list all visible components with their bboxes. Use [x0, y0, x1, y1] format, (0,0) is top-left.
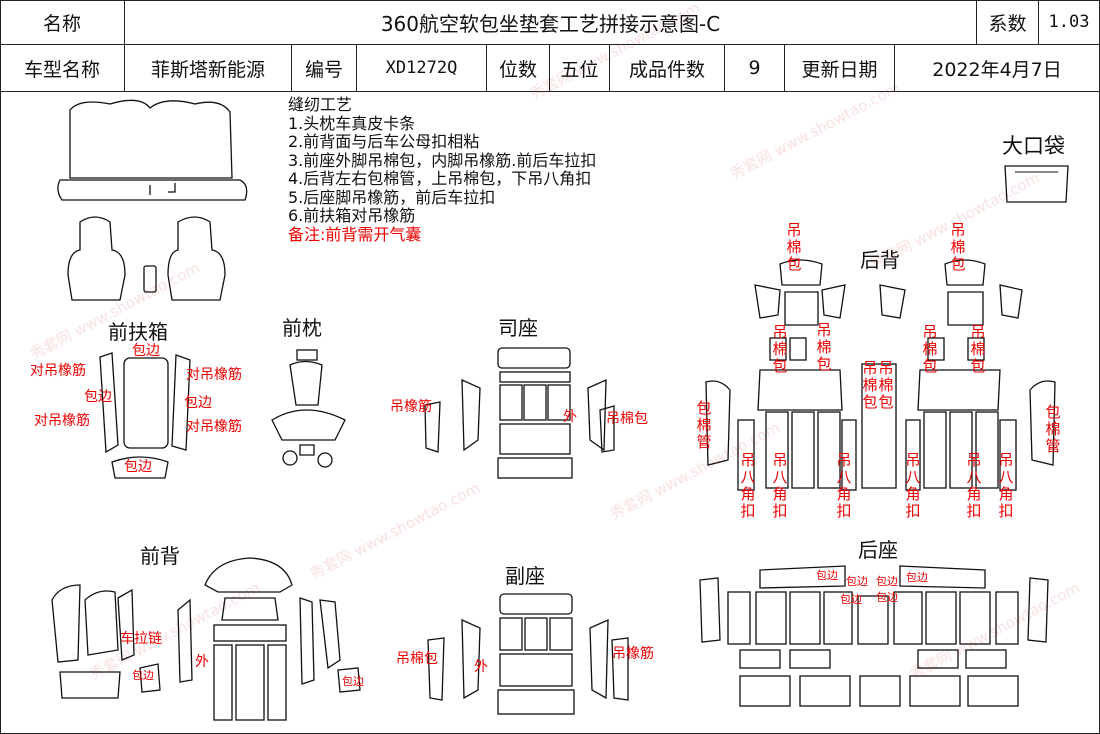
annotation-label: 包边 — [184, 395, 212, 411]
annotation-label: 吊棉包 — [786, 221, 802, 273]
annotation-label: 包棉管 — [1045, 403, 1061, 455]
annotation-label: 吊棉包 — [970, 323, 986, 375]
annotation-label: 包边 — [876, 575, 898, 588]
sewing-notes: 缝纫工艺 1.头枕车真皮卡条 2.前背面与后车公母扣相粘 3.前座外脚吊棉包，内… — [288, 95, 597, 244]
big-pocket-piece — [1004, 165, 1069, 203]
front-back-pieces — [51, 557, 361, 721]
notes-heading: 缝纫工艺 — [288, 95, 353, 114]
annotation-label: 吊棉包 — [878, 359, 894, 411]
code-label: 编号 — [292, 45, 357, 92]
annotation-label: 包边 — [816, 569, 838, 582]
annotation-label: 对吊橡筋 — [34, 413, 90, 429]
notes-remark: 备注:前背需开气囊 — [288, 224, 422, 244]
name-label: 名称 — [0, 0, 125, 45]
annotation-label: 对吊橡筋 — [186, 419, 242, 435]
annotation-label: 吊八角扣 — [836, 451, 852, 520]
section-title-passenger-seat: 副座 — [505, 564, 545, 588]
front-armrest-pieces — [99, 352, 191, 479]
seats-value: 五位 — [550, 45, 610, 92]
annotation-label: 吊棉包 — [396, 651, 438, 667]
annotation-label: 对吊橡筋 — [30, 363, 86, 379]
annotation-label: 吊八角扣 — [905, 451, 921, 520]
note-item: 3.前座外脚吊棉包，内脚吊橡筋.前后车拉扣 — [288, 150, 597, 170]
model-label: 车型名称 — [0, 45, 125, 92]
annotation-label: 外 — [474, 659, 488, 675]
annotation-label: 包边 — [876, 591, 898, 604]
annotation-label: 包边 — [840, 593, 862, 606]
annotation-label: 吊八角扣 — [772, 451, 788, 520]
annotation-label: 吊棉包 — [772, 323, 788, 375]
annotation-label: 吊棉包 — [862, 359, 878, 411]
car-rear-bench-sketch — [57, 99, 248, 201]
driver-seat-pieces — [424, 347, 615, 479]
annotation-label: 吊橡筋 — [390, 399, 432, 415]
annotation-label: 吊橡筋 — [612, 646, 654, 662]
annotation-label: 包边 — [132, 669, 154, 682]
note-item: 4.后背左右包棉管，上吊棉包，下吊八角扣 — [288, 169, 592, 188]
rear-seat-pieces — [699, 565, 1049, 707]
annotation-label: 包边 — [124, 459, 152, 475]
seats-label: 位数 — [487, 45, 550, 92]
document-title: 360航空软包坐垫套工艺拼接示意图-C — [125, 0, 977, 45]
annotation-label: 包边 — [846, 575, 868, 588]
annotation-label: 对吊橡筋 — [186, 367, 242, 383]
code-value: XD1272Q — [357, 45, 487, 92]
note-item: 5.后座脚吊橡筋，前后车拉扣 — [288, 187, 496, 207]
annotation-label: 吊棉包 — [950, 221, 966, 273]
annotation-label: 吊八角扣 — [740, 451, 756, 520]
annotation-label: 吊棉包 — [816, 321, 832, 373]
date-label: 更新日期 — [785, 45, 895, 92]
car-front-seats-sketch — [67, 216, 226, 301]
coefficient-label: 系数 — [977, 0, 1039, 45]
rear-back-pieces — [705, 259, 1056, 491]
annotation-label: 包边 — [84, 389, 112, 405]
section-title-rear-seat: 后座 — [858, 538, 898, 562]
annotation-label: 吊棉包 — [922, 323, 938, 375]
note-item: 2.前背面与后车公母扣相粘 — [288, 132, 480, 151]
section-title-big-pocket: 大口袋 — [1002, 134, 1065, 158]
annotation-label: 吊棉包 — [606, 411, 648, 427]
note-item: 6.前扶箱对吊橡筋 — [288, 206, 416, 225]
annotation-label: 吊八角扣 — [998, 451, 1014, 520]
annotation-label: 车拉链 — [120, 631, 162, 647]
section-title-rear-back: 后背 — [860, 248, 900, 272]
pieces-label: 成品件数 — [610, 45, 725, 92]
section-title-driver-seat: 司座 — [498, 316, 538, 340]
section-title-front-headrest: 前枕 — [282, 316, 322, 340]
model-value: 菲斯塔新能源 — [125, 45, 292, 92]
annotation-label: 包棉管 — [696, 399, 712, 451]
annotation-label: 吊八角扣 — [966, 451, 982, 520]
section-title-front-back: 前背 — [140, 544, 180, 568]
annotation-label: 包边 — [132, 343, 160, 359]
header-table: 名称 360航空软包坐垫套工艺拼接示意图-C 系数 1.03 车型名称 菲斯塔新… — [0, 0, 1100, 92]
passenger-seat-pieces — [427, 593, 629, 715]
note-item: 1.头枕车真皮卡条 — [288, 113, 416, 133]
annotation-label: 包边 — [906, 571, 928, 584]
annotation-label: 外 — [195, 654, 209, 670]
annotation-label: 包边 — [342, 675, 364, 688]
pieces-value: 9 — [725, 45, 785, 92]
section-title-front-armrest: 前扶箱 — [108, 320, 168, 344]
front-headrest-pieces — [271, 349, 346, 468]
annotation-label: 外 — [563, 409, 577, 425]
